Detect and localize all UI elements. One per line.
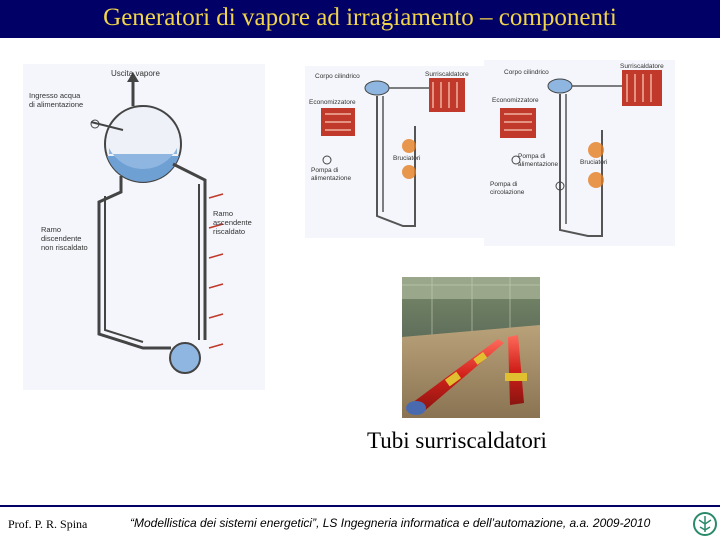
boiler-b-feed-pump-label-1: Pompa di — [518, 153, 545, 160]
boiler-a-feed-pump-label-1: Pompa di — [311, 167, 338, 174]
footer-divider — [0, 505, 720, 507]
boiler-schematic-natural: Corpo cilindrico Surriscaldatore Economi… — [305, 66, 491, 238]
boiler-a-feed-pump-label-2: alimentazione — [311, 175, 351, 182]
riser-label-3: riscaldato — [213, 227, 245, 236]
footer-author: Prof. P. R. Spina — [8, 517, 87, 532]
water-in-label-2: di alimentazione — [29, 100, 83, 109]
photo-caption: Tubi surriscaldatori — [367, 428, 547, 454]
slide-title: Generatori di vapore ad irragiamento – c… — [0, 0, 720, 38]
boiler-a-economizer-label: Economizzatore — [309, 99, 356, 106]
boiler-a-burners-label: Bruciatori — [393, 155, 420, 162]
downcomer-label-2: discendente — [41, 234, 81, 243]
superheater-tubes-photo — [402, 277, 540, 418]
boiler-b-economizer-label: Economizzatore — [492, 97, 539, 104]
boiler-b-circ-pump-label-1: Pompa di — [490, 181, 517, 188]
boiler-a-superheater-label: Surriscaldatore — [425, 71, 469, 78]
boiler-a-drum-label: Corpo cilindrico — [315, 73, 360, 80]
downcomer-label-3: non riscaldato — [41, 243, 88, 252]
boiler-b-circ-pump-label-2: circolazione — [490, 189, 525, 196]
boiler-b-superheater-label: Surriscaldatore — [620, 63, 664, 70]
boiler-b-drum-label: Corpo cilindrico — [504, 69, 549, 76]
water-in-label-1: Ingresso acqua — [29, 91, 81, 100]
boiler-b-feed-pump-label-2: alimentazione — [518, 161, 558, 168]
steam-out-label: Uscita vapore — [111, 69, 160, 78]
footer-course: “Modellistica dei sistemi energetici”, L… — [130, 516, 650, 530]
boiler-b-burners-label: Bruciatori — [580, 159, 607, 166]
natural-circulation-diagram: Uscita vapore Ingresso acqua di alimenta… — [23, 64, 265, 390]
boiler-schematic-assisted: Corpo cilindrico Surriscaldatore Economi… — [484, 60, 675, 246]
riser-label-1: Ramo — [213, 209, 233, 218]
riser-label-2: ascendente — [213, 218, 252, 227]
university-logo-icon — [692, 510, 718, 543]
downcomer-label-1: Ramo — [41, 225, 61, 234]
